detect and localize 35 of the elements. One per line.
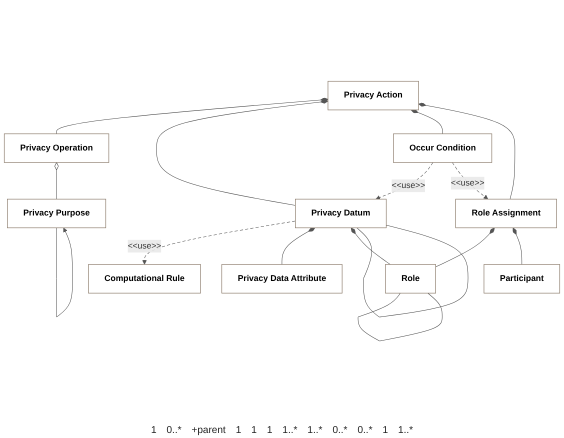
connector-line — [410, 110, 443, 134]
connector-line — [282, 228, 316, 266]
class-box: Privacy Data Attribute — [221, 264, 342, 294]
multiplicity-label: 1..* — [307, 425, 322, 436]
class-box: Role Assignment — [455, 199, 557, 228]
dashed-arrow — [142, 221, 296, 266]
multiplicity-label: 1 — [150, 425, 156, 436]
class-box: Role — [385, 264, 436, 294]
class-box: Privacy Purpose — [7, 199, 106, 228]
multiplicity-label: 1 — [251, 425, 257, 436]
class-box: Participant — [484, 264, 560, 294]
connector-line — [56, 98, 328, 134]
multiplicity-label: 1..* — [398, 425, 414, 436]
connector — [358, 293, 442, 342]
connector-line — [512, 228, 522, 266]
connector-line — [54, 162, 59, 200]
class-box: Computational Rule — [88, 264, 201, 294]
multiplicity-label: 0..* — [166, 425, 182, 436]
connector-line — [435, 228, 495, 268]
multiplicity-label: 1 — [236, 425, 242, 436]
multiplicity-label: 1 — [266, 425, 272, 436]
multiplicity-label: +parent — [192, 425, 226, 436]
multiplicity-label: 0..* — [332, 425, 348, 436]
connector-line — [156, 100, 328, 206]
class-box: Privacy Action — [328, 81, 419, 111]
connector — [356, 225, 468, 318]
class-box: Occur Condition — [393, 134, 492, 164]
connector-line — [350, 228, 390, 266]
multiplicity-label: 1..* — [282, 425, 298, 436]
class-box: Privacy Datum — [295, 199, 387, 228]
class-box: Privacy Operation — [4, 134, 110, 164]
arrow — [56, 228, 73, 318]
connector-line — [418, 102, 516, 200]
multiplicity-label: 1 — [382, 425, 388, 436]
multiplicity-label: 0..* — [357, 425, 372, 436]
